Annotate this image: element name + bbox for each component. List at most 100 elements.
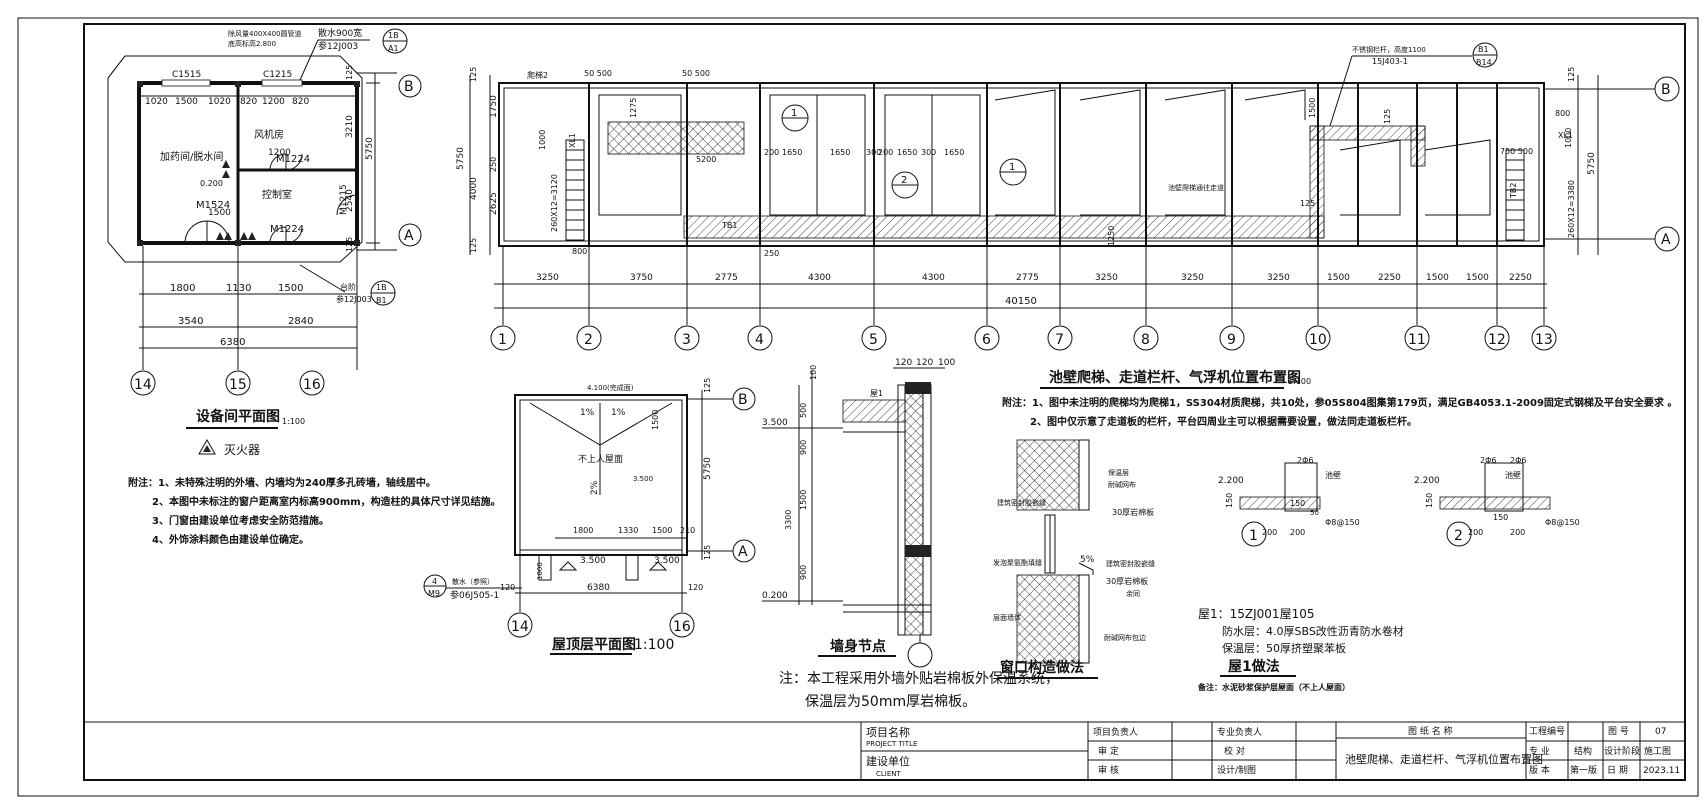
main-right-dim-260x12: 260X12=3380: [1567, 180, 1576, 238]
roof-plan-title: 屋顶层平面图: [552, 637, 636, 653]
dim-1200-inner: 1200: [268, 148, 291, 158]
bay-dim-9: 3250: [1267, 273, 1290, 283]
roof-plan: 4.100(完成面) 1% 1% 1500 不上人屋面 2% 3.500 3.5…: [423, 378, 756, 655]
eq-right-dim-2540: 2540: [345, 189, 355, 212]
wall-dim-900a: 900: [799, 440, 808, 455]
tb-sig-lead: 专业负责人: [1217, 726, 1262, 738]
axis-bubble-2: 2: [584, 332, 593, 348]
eq-right-dim-125-top: 125: [345, 65, 354, 80]
bay-dim-1: 3250: [536, 273, 559, 283]
roof-callout-sub: M9: [428, 589, 440, 598]
note-left-4: 4、外饰涂料颜色由建设单位确定。: [152, 533, 309, 546]
roof-level-3500-b: 3.500: [580, 556, 606, 566]
main-total-dim-40150: 40150: [1005, 296, 1037, 307]
door-label-m1215: M1215: [339, 184, 349, 215]
tb-project-name: 项目名称: [866, 725, 910, 739]
eq-bottom-dim-1800: 1800: [170, 283, 195, 294]
main-left-dim-250: 250: [489, 157, 498, 172]
tb-project-name-en: PROJECT TITLE: [866, 740, 917, 748]
equipment-plan-title: 设备间平面图: [196, 408, 280, 425]
roof-level-3500-c: 3.500: [654, 556, 680, 566]
note-mid-2: 2、图中仅示意了走道板的栏杆，平台四周业主可以根据需要设置，做法同走道板栏杆。: [1030, 415, 1417, 428]
wall-node-note-1: 注：本工程采用外墙外贴岩棉板外保温系统，: [779, 670, 1059, 687]
label-1650-c: 1650: [897, 148, 917, 157]
section-1-dim-50: 50: [1310, 509, 1319, 517]
section-2-dim-150a: 150: [1425, 493, 1434, 508]
bay-dim-10: 1500: [1327, 273, 1350, 283]
roof-callout-num: 4: [432, 577, 437, 586]
wall-dim-100-vert: 100: [809, 365, 818, 380]
label-tb1: TB1: [721, 221, 737, 230]
callout-1b-top: 1B: [388, 31, 399, 40]
axis-bubble-12: 12: [1488, 332, 1506, 348]
roof-axis-14: 14: [511, 619, 529, 635]
window-label-sealant-b: 建筑密封胶嵌缝: [1106, 559, 1155, 568]
tb-sig-check: 校 对: [1224, 745, 1245, 757]
top-dim-6: 820: [292, 97, 309, 107]
label-15j403: 15J403-1: [1372, 57, 1408, 66]
section-2-wall: 池壁: [1505, 470, 1521, 480]
top-dim-5: 1200: [262, 97, 285, 107]
roof-axis-b: B: [738, 392, 748, 408]
wall-dim-100: 100: [938, 358, 955, 368]
level-0200: 0.200: [200, 179, 223, 188]
bay-dim-5: 4300: [922, 273, 945, 283]
room-label-fan: 风机房: [254, 128, 284, 141]
dim-1500-inner: 1500: [208, 208, 231, 218]
tb-sig-pm: 项目负责人: [1093, 726, 1138, 738]
axis-bubble-3: 3: [682, 332, 691, 348]
label-b14: B14: [1476, 58, 1492, 67]
tb-date-label: 日 期: [1607, 765, 1628, 776]
tb-sig-review: 审 核: [1098, 764, 1119, 776]
label-200-a: 200: [764, 148, 779, 157]
wall-dim-1500: 1500: [799, 490, 808, 510]
eq-axis-b: B: [404, 79, 414, 95]
bay-dim-6: 2775: [1016, 273, 1039, 283]
top-dim-3: 1020: [208, 97, 231, 107]
wall-node-title: 墙身节点: [830, 638, 886, 655]
label-1250: 1250: [1107, 226, 1116, 246]
label-1650-a: 1650: [782, 148, 802, 157]
top-dim-2: 1500: [175, 97, 198, 107]
label-125-a: 125: [1300, 199, 1315, 208]
roof-axis-16: 16: [673, 619, 691, 635]
roof-method-line-3: 保温层：50厚挤塑聚苯板: [1222, 641, 1346, 655]
label-xl1-left: XL1: [568, 133, 577, 148]
tb-version-label: 版 本: [1529, 764, 1550, 776]
roof-dim-1800: 1800: [573, 526, 593, 535]
roof-callout-label: 散水（参照）: [452, 577, 494, 586]
roof-method-note: 备注：水泥砂浆保护层屋面（不上人屋面）: [1197, 682, 1350, 692]
room-label-dosing: 加药间/脱水间: [160, 150, 223, 163]
section-2-dim-200a: 200: [1468, 528, 1483, 537]
section-2-num: 2: [1454, 528, 1463, 544]
section-1-level: 2.200: [1218, 476, 1244, 486]
roof-dim-1330: 1330: [618, 526, 638, 535]
main-left-dim-125-top: 125: [469, 67, 478, 82]
window-label-sealant-a: 建筑密封胶嵌缝: [997, 498, 1046, 507]
tb-drawing-name-label: 图 纸 名 称: [1408, 725, 1453, 737]
roof-dim-1500b: 1500: [652, 526, 672, 535]
main-marker-1a: 1: [791, 108, 797, 119]
wall-node-detail: 120 120 100 100 500 900 1500 3300 900 3.…: [762, 358, 1059, 710]
eq-total-dim-6380: 6380: [220, 337, 245, 348]
main-right-dim-5750: 5750: [1587, 152, 1597, 175]
door-m1524: [184, 220, 230, 244]
label-200-b: 200: [878, 148, 893, 157]
bay-dim-12: 1500: [1426, 273, 1449, 283]
label-1650-d: 1650: [944, 148, 964, 157]
extinguisher-icon: [198, 438, 216, 455]
wall-dim-120a: 120: [895, 358, 912, 368]
eq-bottom-dim-2840: 2840: [288, 316, 313, 327]
callout-step-ref: 参12J003: [336, 294, 372, 304]
label-1500: 1500: [1308, 98, 1317, 118]
section-2-dim-150b: 150: [1493, 513, 1508, 522]
window-label-c1215: C1215: [263, 70, 292, 80]
window-label-slope: 5%: [1080, 555, 1095, 565]
tb-discipline-label: 专 业: [1529, 745, 1550, 757]
eq-right-dim-125-bottom: 125: [345, 237, 354, 252]
tb-drawing-name: 池壁爬梯、走道栏杆、气浮机位置布置图: [1345, 752, 1543, 766]
note-left-2: 2、本图中未标注的窗户距离室内标高900mm，构造柱的具体尺寸详见结施。: [152, 495, 501, 508]
bay-dim-2: 3750: [630, 273, 653, 283]
